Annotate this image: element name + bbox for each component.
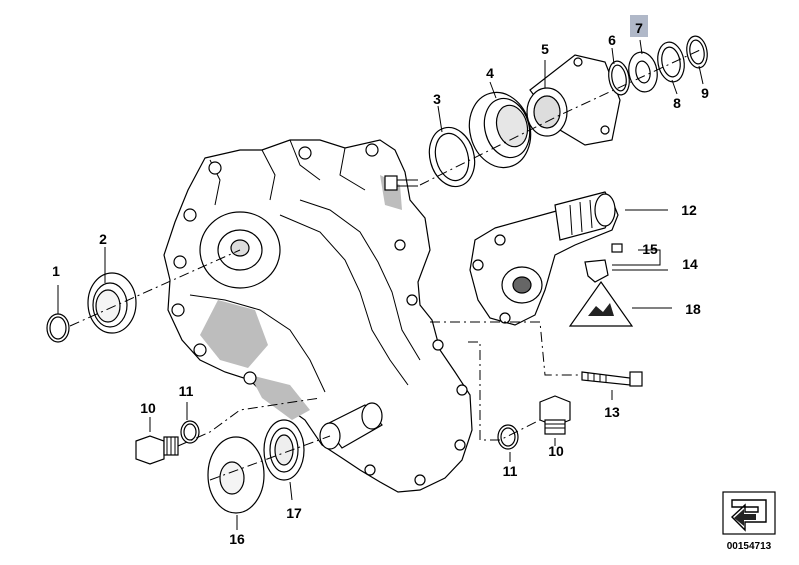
callout-16: 16	[229, 531, 245, 547]
callout-7: 7	[635, 20, 643, 36]
callout-1: 1	[52, 263, 60, 279]
callout-13: 13	[604, 404, 620, 420]
callout-9: 9	[701, 85, 709, 101]
part-16-cover-disk	[207, 436, 265, 514]
part-5-flange	[526, 54, 621, 146]
part-7-washer	[628, 51, 658, 93]
part-13-bolt	[581, 371, 643, 387]
actuator-motor	[469, 191, 623, 326]
part-9-circlip	[686, 35, 708, 69]
callout-17: 17	[286, 505, 302, 521]
callout-4: 4	[486, 65, 494, 81]
callout-18: 18	[685, 301, 701, 317]
callout-14: 14	[682, 256, 698, 272]
part-1-oring	[46, 313, 70, 343]
part-17-shaft-seal	[263, 419, 305, 481]
part-8-washer	[657, 41, 685, 83]
transfer-case-housing	[163, 139, 473, 493]
callout-11-left: 11	[179, 383, 194, 399]
part-4-radial-seal	[468, 91, 532, 169]
warning-triangle-icon	[568, 280, 634, 327]
part-10-plug-left	[135, 435, 179, 465]
callout-11-right: 11	[503, 463, 518, 479]
leader-lines	[57, 39, 704, 530]
part-11-oring-left	[180, 420, 200, 444]
part-3-ring	[428, 126, 476, 188]
part-11-oring-right	[497, 424, 519, 450]
callout-labels: 1 2 3 4 5 6 7 8 9 10 11 10 11 12 13 14 1…	[52, 15, 709, 547]
callout-6: 6	[608, 32, 616, 48]
callout-10-left: 10	[140, 400, 156, 416]
callout-7-highlight	[630, 15, 648, 37]
callout-3: 3	[433, 91, 441, 107]
callout-15: 15	[642, 241, 658, 257]
part-6-ring	[608, 60, 630, 96]
callout-5: 5	[541, 41, 549, 57]
arrow-logo-icon	[722, 491, 776, 535]
callout-12: 12	[681, 202, 697, 218]
callout-10-right: 10	[548, 443, 564, 459]
callout-8: 8	[673, 95, 681, 111]
diagram-id: 00154713	[727, 541, 772, 552]
part-2-shaft-seal	[87, 272, 137, 334]
callout-2: 2	[99, 231, 107, 247]
part-10-plug-right	[539, 395, 571, 435]
